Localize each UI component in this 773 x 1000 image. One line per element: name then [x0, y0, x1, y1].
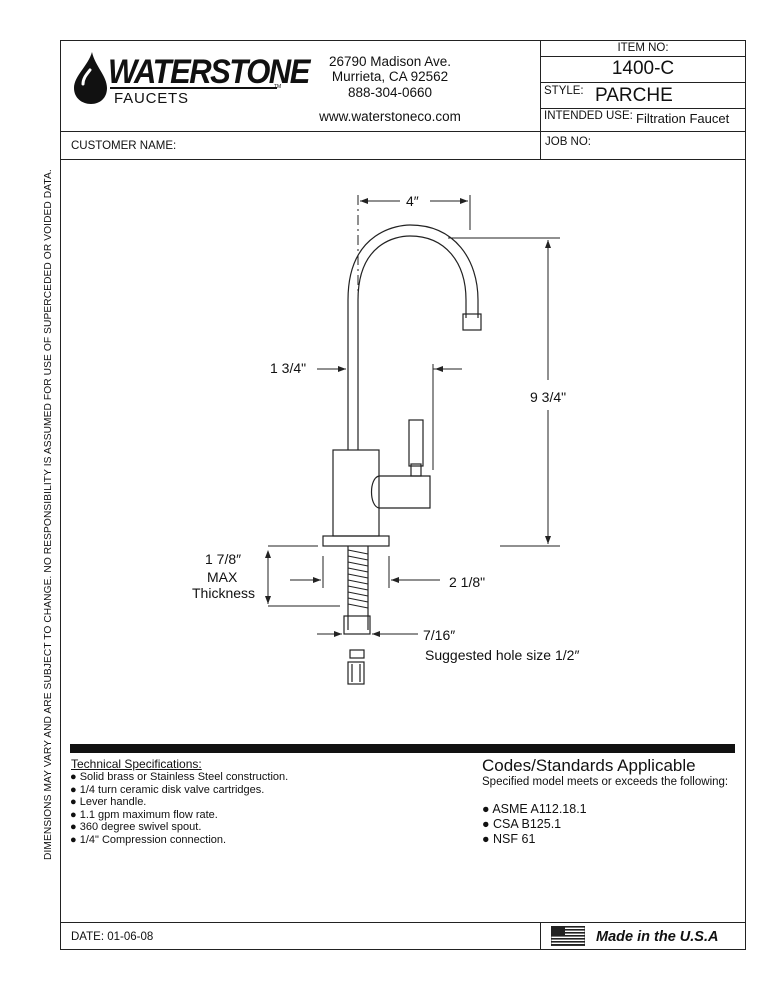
dim-hole-size: Suggested hole size 1/2″ [425, 647, 580, 663]
item-no-value: 1400-C [611, 58, 675, 79]
list-item: ● 1/4 turn ceramic disk valve cartridges… [70, 783, 265, 796]
codes-list: ● ASME A112.18.1 ● CSA B125.1 ● NSF 61 [482, 802, 587, 847]
intended-use-value: Filtration Faucet [636, 111, 730, 126]
list-item: ● 1/4" Compression connection. [70, 833, 227, 846]
tech-specs-list: ● Solid brass or Stainless Steel constru… [70, 771, 288, 847]
brand-name: WATERSTONE [108, 52, 310, 91]
item-no-label: ITEM NO: [617, 42, 669, 54]
list-item: ● 1.1 gpm maximum flow rate. [70, 808, 218, 821]
dim-base-width: 2 1/8" [449, 574, 486, 590]
dim-max-label: MAX [207, 569, 238, 585]
codes-subtitle: Specified model meets or exceeds the fol… [482, 776, 729, 788]
codes-title: Codes/Standards Applicable [482, 756, 696, 775]
list-item: ● NSF 61 [482, 832, 536, 846]
style-value: PARCHE [595, 85, 673, 106]
us-flag-icon [551, 926, 585, 946]
brand-trademark: TM [274, 84, 282, 90]
faucet-drawing [265, 195, 560, 685]
customer-name-label: CUSTOMER NAME: [71, 140, 177, 152]
dim-spout-reach: 4″ [406, 193, 419, 209]
water-drop-icon [74, 52, 107, 104]
website-link[interactable]: www.waterstoneco.com [319, 109, 461, 124]
address-phone: 888-304-0660 [347, 85, 433, 100]
disclaimer-note: DIMENSIONS MAY VARY AND ARE SUBJECT TO C… [43, 169, 54, 860]
style-divider [540, 108, 746, 109]
list-item: ● 360 degree swivel spout. [70, 821, 202, 834]
footer-divider [60, 922, 746, 923]
dim-thickness-label: Thickness [192, 585, 256, 601]
dim-height: 9 3/4" [530, 389, 567, 405]
address-city: Murrieta, CA 92562 [331, 69, 449, 84]
spec-sheet [60, 40, 746, 950]
footer-column-divider [540, 922, 541, 950]
customer-divider [60, 159, 746, 160]
job-no-label: JOB NO: [545, 136, 592, 148]
dim-shank: 7/16″ [423, 627, 456, 643]
intended-use-label: INTENDED USE: [544, 110, 633, 122]
dim-base-diameter: 1 3/4" [270, 360, 307, 376]
style-label: STYLE: [544, 85, 584, 97]
dim-max-thickness: 1 7/8″ [205, 551, 242, 567]
header-divider [60, 131, 746, 132]
date-label: DATE: 01-06-08 [71, 931, 154, 943]
item-value-divider [540, 82, 746, 83]
list-item: ● ASME A112.18.1 [482, 802, 587, 816]
brand-logo: WATERSTONE FAUCETS TM [70, 50, 310, 110]
list-item: ● Solid brass or Stainless Steel constru… [70, 771, 289, 783]
item-column-divider [540, 40, 541, 160]
tech-specs-title: Technical Specifications: [71, 757, 202, 771]
brand-underline [110, 87, 277, 89]
list-item: ● Lever handle. [70, 796, 147, 809]
item-no-divider [540, 56, 746, 57]
made-in-usa: Made in the U.S.A [596, 929, 719, 945]
section-bar [70, 744, 735, 753]
brand-sub: FAUCETS [114, 90, 189, 107]
address-street: 26790 Madison Ave. [328, 54, 452, 69]
list-item: ● CSA B125.1 [482, 817, 562, 831]
